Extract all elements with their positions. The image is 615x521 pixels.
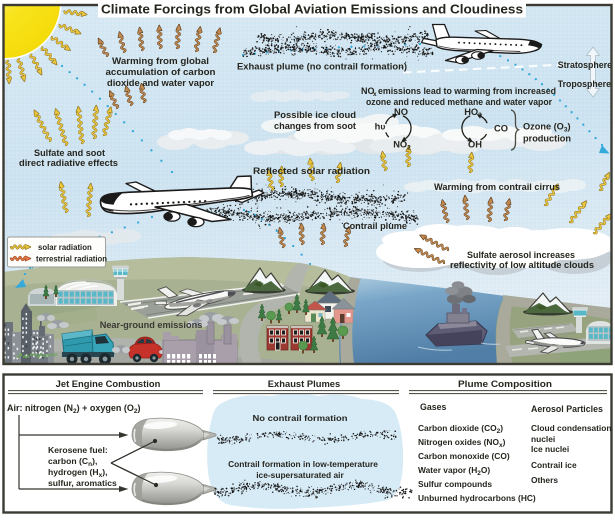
svg-text:Sulfate and soot: Sulfate and soot bbox=[34, 148, 105, 158]
svg-text:OH: OH bbox=[468, 140, 482, 150]
svg-text:Others: Others bbox=[531, 475, 558, 485]
svg-text:NO2​: NO2​ bbox=[393, 140, 411, 152]
svg-text:Ozone (O3​): Ozone (O3​) bbox=[523, 122, 571, 134]
svg-text:NO: NO bbox=[394, 107, 408, 117]
svg-text:No contrail formation: No contrail formation bbox=[253, 413, 348, 423]
svg-text:Sulfur compounds: Sulfur compounds bbox=[418, 479, 492, 489]
svg-text:sulfur, aromatics: sulfur, aromatics bbox=[48, 478, 117, 488]
svg-text:CO: CO bbox=[494, 124, 508, 134]
svg-text:x: x bbox=[373, 91, 377, 98]
svg-text:hydrogen (Hx​),: hydrogen (Hx​), bbox=[48, 467, 107, 479]
svg-text:production: production bbox=[523, 134, 571, 144]
svg-text:changes from soot: changes from soot bbox=[274, 121, 356, 131]
svg-text:NO: NO bbox=[361, 86, 375, 96]
svg-text:Warming from global: Warming from global bbox=[112, 56, 209, 66]
svg-text:Unburned hydrocarbons (HC): Unburned hydrocarbons (HC) bbox=[418, 493, 536, 503]
svg-text:Ice nuclei: Ice nuclei bbox=[531, 444, 569, 454]
svg-text:Exhaust plume (no contrail for: Exhaust plume (no contrail formation) bbox=[237, 62, 407, 72]
svg-text:Carbon dioxide (CO2​): Carbon dioxide (CO2​) bbox=[418, 423, 503, 435]
svg-text:ozone and reduced methane and: ozone and reduced methane and water vapo… bbox=[366, 97, 552, 107]
svg-text:Warming from contrail cirrus: Warming from contrail cirrus bbox=[434, 182, 560, 192]
svg-text:dioxide and water vapor: dioxide and water vapor bbox=[107, 78, 214, 88]
svg-text:Gases: Gases bbox=[420, 402, 447, 412]
svg-text:reflectivity of low altitude c: reflectivity of low altitude clouds bbox=[450, 260, 594, 270]
svg-text:accumulation of carbon: accumulation of carbon bbox=[106, 67, 216, 77]
svg-text:HO2​: HO2​ bbox=[464, 107, 482, 119]
svg-text:Stratosphere: Stratosphere bbox=[558, 60, 612, 70]
svg-text:Contrail formation in low-temp: Contrail formation in low-temperature bbox=[228, 459, 378, 469]
svg-text:Possible ice cloud: Possible ice cloud bbox=[274, 110, 356, 120]
svg-text:Jet Engine Combustion: Jet Engine Combustion bbox=[56, 378, 161, 389]
svg-text:carbon (Cn​),: carbon (Cn​), bbox=[48, 456, 97, 468]
svg-text:nuclei: nuclei bbox=[531, 434, 555, 444]
svg-text:Troposphere: Troposphere bbox=[558, 79, 611, 89]
svg-text:Aerosol Particles: Aerosol Particles bbox=[531, 404, 603, 414]
svg-text:direct radiative effects: direct radiative effects bbox=[19, 158, 118, 168]
svg-text:Kerosene fuel:: Kerosene fuel: bbox=[48, 445, 108, 455]
svg-text:terrestrial radiation: terrestrial radiation bbox=[36, 255, 107, 264]
svg-text:Climate Forcings from Global A: Climate Forcings from Global Aviation Em… bbox=[101, 2, 523, 17]
svg-text:Plume Composition: Plume Composition bbox=[458, 378, 552, 389]
svg-text:Sulfate aerosol increases: Sulfate aerosol increases bbox=[467, 250, 575, 260]
svg-text:Cloud condensation: Cloud condensation bbox=[531, 423, 612, 433]
svg-text:Contrail plume: Contrail plume bbox=[343, 221, 407, 231]
svg-text:Reflected solar radiation: Reflected solar radiation bbox=[253, 166, 370, 176]
svg-text:solar radiation: solar radiation bbox=[38, 243, 92, 252]
svg-text:Exhaust Plumes: Exhaust Plumes bbox=[268, 378, 340, 389]
svg-text:Near-ground emissions: Near-ground emissions bbox=[100, 320, 203, 330]
svg-text:Water vapor (H2​O): Water vapor (H2​O) bbox=[418, 465, 490, 477]
svg-text:Nitrogen oxides (NOx​): Nitrogen oxides (NOx​) bbox=[418, 437, 506, 449]
svg-text:emissions lead to warming from: emissions lead to warming from increased bbox=[378, 86, 556, 96]
svg-text:Carbon monoxide (CO): Carbon monoxide (CO) bbox=[418, 451, 510, 461]
svg-text:Contrail ice: Contrail ice bbox=[531, 460, 577, 470]
svg-text:Air: nitrogen (N2​) + oxygen (: Air: nitrogen (N2​) + oxygen (O2​) bbox=[7, 403, 141, 415]
svg-text:ice-supersaturated air: ice-supersaturated air bbox=[256, 470, 344, 480]
svg-text:hυ: hυ bbox=[375, 122, 386, 132]
